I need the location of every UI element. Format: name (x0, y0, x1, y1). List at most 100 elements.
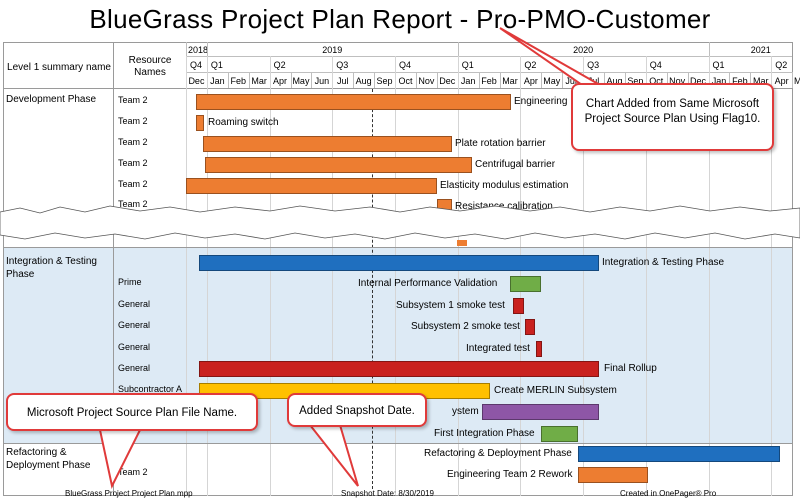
task-bar[interactable] (196, 94, 511, 110)
month-label: Jan (711, 76, 727, 86)
task-bar[interactable] (510, 276, 541, 292)
task-bar[interactable] (541, 426, 578, 442)
task-bar[interactable] (186, 178, 437, 194)
month-label: May (292, 76, 310, 86)
summary-bar[interactable] (199, 255, 599, 271)
month-divider (792, 72, 794, 88)
year-divider (206, 42, 208, 56)
month-label: Jan (210, 76, 225, 86)
month-label: Apr (774, 76, 789, 86)
month-label: Nov (418, 76, 435, 86)
month-label: Mar (502, 76, 518, 86)
resource-label: Team 2 (118, 199, 148, 209)
month-label: Nov (669, 76, 686, 86)
quarter-label: Q1 (210, 60, 223, 70)
quarter-label: Q4 (399, 60, 412, 70)
month-label: Jun (565, 76, 580, 86)
quarter-divider (332, 56, 334, 496)
month-label: Sep (627, 76, 644, 86)
resource-label: Subcontractor A (118, 384, 183, 394)
snapshot-date-line (372, 89, 373, 489)
month-divider (227, 72, 229, 88)
task-bar[interactable] (205, 157, 472, 173)
resource-label: Team 2 (118, 467, 148, 477)
month-divider (624, 72, 626, 88)
month-divider (436, 72, 438, 88)
quarter-label: Q2 (524, 60, 537, 70)
resource-label: Team 2 (118, 116, 148, 126)
month-label: Dec (690, 76, 707, 86)
task-label: Refactoring & Deployment Phase (424, 448, 572, 459)
month-divider (248, 72, 250, 88)
task-bar[interactable] (482, 404, 599, 420)
month-label: Jul (336, 76, 349, 86)
task-label: ystem (452, 406, 479, 417)
quarter-divider (457, 56, 459, 496)
callout-pointer (307, 424, 359, 487)
month-divider (729, 72, 731, 88)
task-bar[interactable] (203, 136, 452, 152)
resource-column-header: Resource Names (128, 55, 172, 78)
quarter-label: Q4 (649, 60, 662, 70)
task-bar[interactable] (199, 361, 599, 377)
summary-bar[interactable] (578, 446, 780, 462)
callout-pointer (499, 27, 604, 86)
callout-pointer (98, 429, 142, 489)
phase-divider (4, 443, 792, 444)
month-divider (311, 72, 313, 88)
quarter-label: Q1 (461, 60, 474, 70)
month-label: Apr (523, 76, 538, 86)
quarter-label: Q3 (336, 60, 349, 70)
month-divider (353, 72, 355, 88)
month-divider (374, 72, 376, 88)
footer-file-name: BlueGrass Project Project Plan.mpp (65, 489, 193, 498)
quarter-divider (645, 56, 647, 496)
task-bar-fragment (457, 240, 467, 246)
month-label: Jan (460, 76, 476, 86)
phase-label-development: Development Phase (6, 94, 97, 105)
resource-label: Team 2 (118, 95, 148, 105)
quarter-divider (206, 56, 208, 496)
task-label: Final Rollup (604, 363, 657, 374)
column-divider (113, 42, 114, 496)
month-divider (478, 72, 480, 88)
quarter-divider (269, 56, 271, 496)
task-bar[interactable] (525, 319, 535, 335)
phase-divider (4, 247, 792, 248)
resource-label: Team 2 (118, 158, 148, 168)
callout-chart-added: Chart Added from Same Microsoft Project … (571, 83, 774, 151)
month-label: Sep (376, 76, 393, 86)
quarter-divider (771, 56, 773, 496)
task-label: Internal Performance Validation (358, 278, 498, 289)
month-divider (687, 72, 689, 88)
month-label: Aug (606, 76, 623, 86)
task-bar[interactable] (513, 298, 524, 314)
resource-label: Prime (118, 277, 142, 287)
task-label: Plate rotation barrier (455, 138, 546, 149)
month-label: Feb (481, 76, 497, 86)
quarter-divider (583, 56, 585, 496)
resource-label: General (118, 342, 151, 352)
year-row-divider (186, 56, 792, 57)
phase-label-refactoring: Refactoring & Deployment Phase (6, 447, 91, 471)
task-bar[interactable] (196, 115, 204, 131)
task-label: Integrated test (466, 343, 530, 354)
quarter-label: Q4 (190, 60, 203, 70)
footer-created-in: Created in OnePager® Pro (620, 489, 717, 498)
resource-label: General (118, 299, 151, 309)
chart-frame (3, 42, 793, 496)
month-label: Aug (355, 76, 372, 86)
month-label: Apr (273, 76, 288, 86)
month-divider (290, 72, 292, 88)
month-divider (666, 72, 668, 88)
quarter-label: Q1 (712, 60, 725, 70)
year-label: 2019 (322, 45, 343, 55)
month-divider (604, 72, 605, 88)
month-label: Oct (398, 76, 413, 86)
month-label: Jun (314, 76, 330, 86)
task-bar[interactable] (536, 341, 542, 357)
task-bar[interactable] (578, 467, 648, 483)
month-divider (541, 72, 543, 88)
footer-snapshot-date: Snapshot Date: 8/30/2019 (341, 489, 434, 498)
